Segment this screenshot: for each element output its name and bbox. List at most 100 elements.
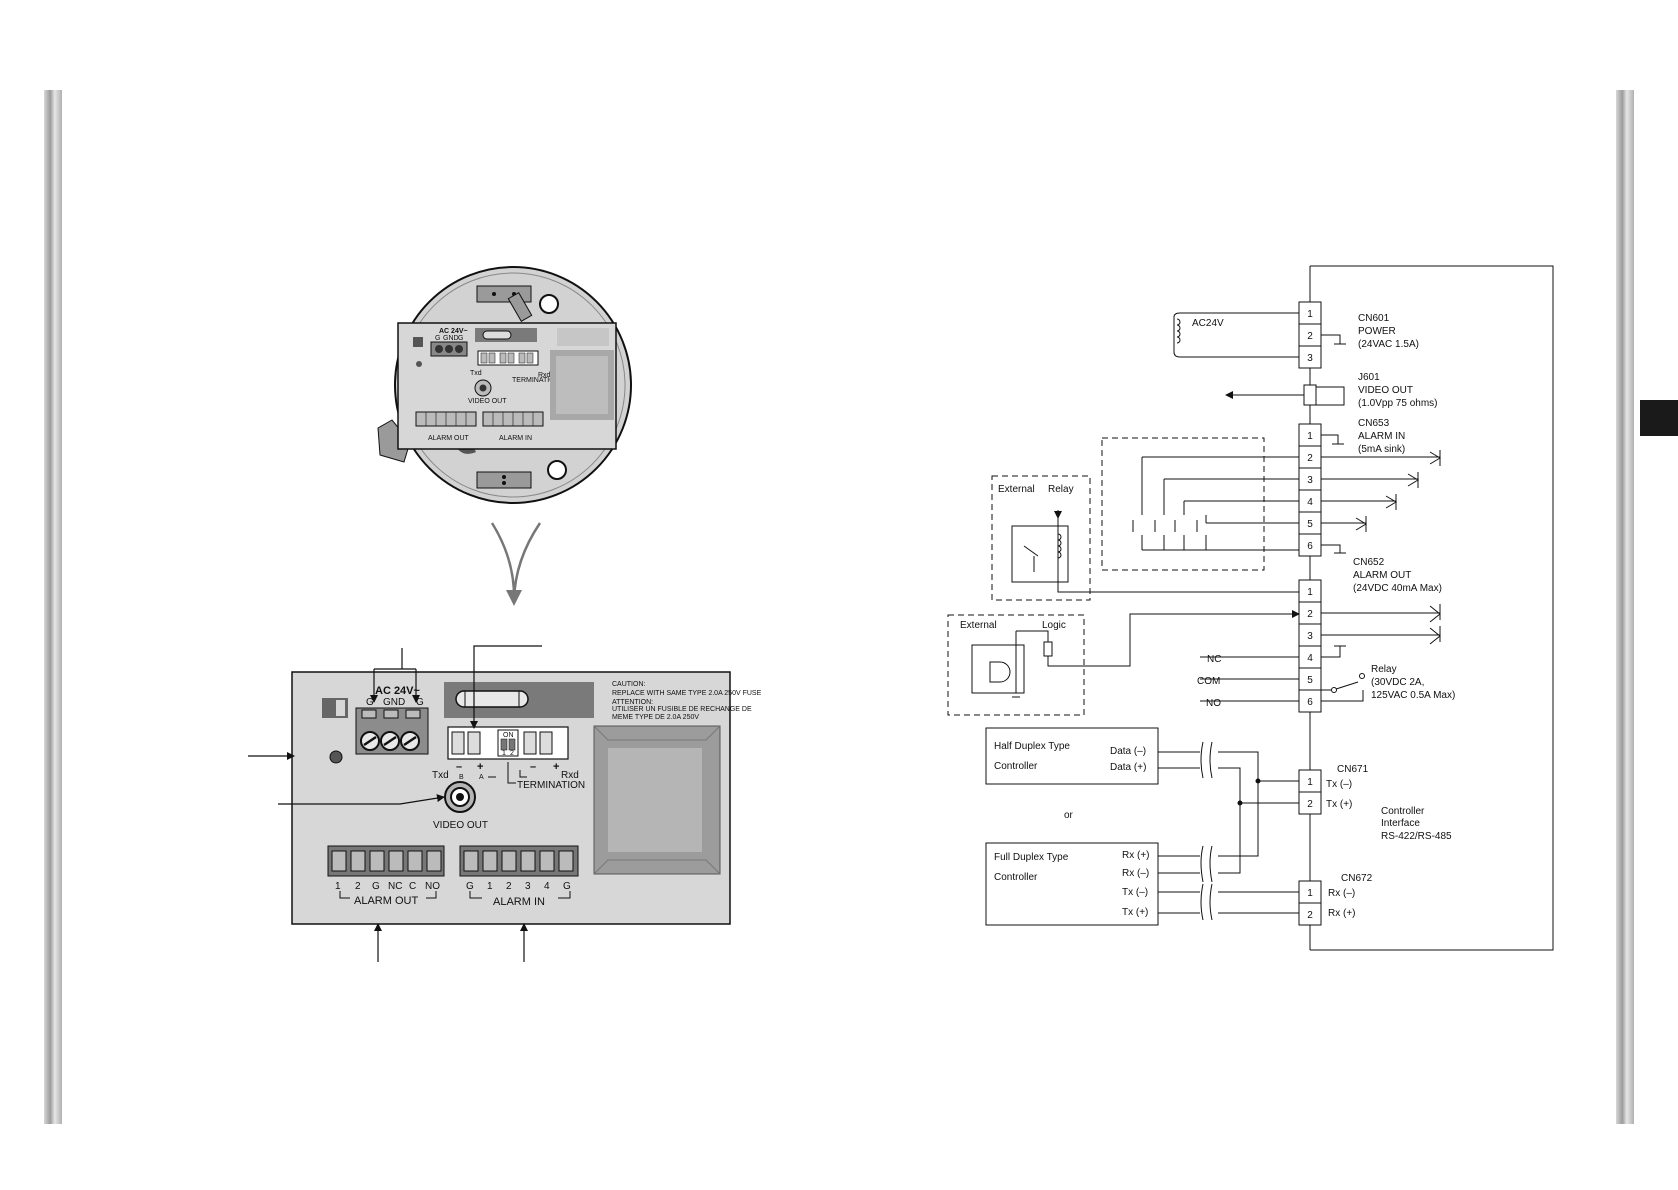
cn672-title: CN672	[1341, 873, 1373, 884]
cn671-pin-2: 2	[1307, 799, 1313, 810]
cn652-rating: (24VDC 40mA Max)	[1353, 583, 1442, 594]
small-ac-pin-3: G	[458, 335, 463, 342]
dip-sw1: 1	[502, 750, 506, 757]
large-termination: TERMINATION	[517, 780, 585, 791]
dip-sw2: 2	[510, 750, 514, 757]
alarm-out-pin-2: 2	[355, 881, 361, 892]
cn653-pin-4: 4	[1307, 497, 1313, 508]
full-tx-minus: Tx (–)	[1122, 887, 1148, 898]
j601-desc: VIDEO OUT	[1358, 385, 1413, 396]
caution-line-4: UTILISER UN FUSIBLE DE RECHANGE DE	[612, 706, 752, 713]
alarm-in-pin-4: 3	[525, 881, 531, 892]
com-label: COM	[1197, 676, 1220, 687]
small-alarm-out: ALARM OUT	[428, 435, 470, 442]
alarm-out-pin-1: 1	[335, 881, 341, 892]
cn601-title: CN601	[1358, 313, 1390, 324]
full-rx-minus: Rx (–)	[1122, 868, 1149, 879]
ac24v-label: AC24V	[1192, 318, 1224, 329]
zoom-arrow	[490, 522, 542, 606]
cn653-pin-6: 6	[1307, 541, 1313, 552]
alarm-in-pin-3: 2	[506, 881, 512, 892]
large-plus-a: +	[477, 761, 483, 773]
external-logic-1: External	[960, 620, 997, 631]
large-a: A	[479, 774, 484, 781]
large-plus-rx: +	[553, 761, 559, 773]
cn601-pin-2: 2	[1307, 331, 1313, 342]
external-logic-2: Logic	[1042, 620, 1066, 631]
nc-label: NC	[1207, 654, 1221, 665]
relay-rating-1: (30VDC 2A,	[1371, 677, 1424, 688]
relay-title: Relay	[1371, 664, 1397, 675]
small-termination: TERMINATION	[512, 377, 560, 384]
large-txd: Txd	[432, 770, 449, 781]
caution-line-5: MEME TYPE DE 2.0A 250V	[612, 714, 699, 721]
cn601-rating: (24VAC 1.5A)	[1358, 339, 1419, 350]
large-video-out: VIDEO OUT	[433, 820, 488, 831]
chapter-tab	[1640, 400, 1678, 436]
small-rxd: Rxd	[538, 372, 551, 379]
external-relay-2: Relay	[1048, 484, 1074, 495]
relay-rating-2: 125VAC 0.5A Max)	[1371, 690, 1455, 701]
half-duplex-2: Controller	[994, 761, 1038, 772]
full-duplex-2: Controller	[994, 872, 1038, 883]
cn652-pin-2: 2	[1307, 609, 1313, 620]
schematic-labels: AC24V CN601 POWER (24VAC 1.5A) J601 VIDE…	[960, 309, 1455, 921]
large-alarm-in: ALARM IN	[493, 896, 545, 908]
controller-interface-1: Controller	[1381, 806, 1425, 817]
cn671-title: CN671	[1337, 764, 1369, 775]
small-txd: Txd	[470, 370, 482, 377]
large-ac-pin-3: G	[416, 697, 424, 708]
small-ac-label: AC 24V~	[439, 328, 468, 335]
j601-rating: (1.0Vpp 75 ohms)	[1358, 398, 1438, 409]
cn672-rx-minus: Rx (–)	[1328, 888, 1355, 899]
large-alarm-out: ALARM OUT	[354, 895, 418, 907]
cn672-pin-2: 2	[1307, 910, 1313, 921]
cn671-tx-plus: Tx (+)	[1326, 799, 1352, 810]
cn671-tx-minus: Tx (–)	[1326, 779, 1352, 790]
binder-right	[1616, 90, 1634, 1124]
cn652-pin-6: 6	[1307, 697, 1313, 708]
caution-line-1: CAUTION:	[612, 681, 646, 688]
cn653-pin-1: 1	[1307, 431, 1313, 442]
caution-line-3: ATTENTION:	[612, 699, 653, 706]
cn652-desc: ALARM OUT	[1353, 570, 1411, 581]
cn653-desc: ALARM IN	[1358, 431, 1405, 442]
full-duplex-1: Full Duplex Type	[994, 852, 1069, 863]
half-duplex-1: Half Duplex Type	[994, 741, 1070, 752]
cn671-pin-1: 1	[1307, 777, 1313, 788]
cn652-pin-1: 1	[1307, 587, 1313, 598]
alarm-out-pin-5: C	[409, 881, 416, 892]
cn601-desc: POWER	[1358, 326, 1396, 337]
alarm-out-pin-6: NO	[425, 881, 440, 892]
small-ac-pin-1: G	[435, 335, 440, 342]
cn653-pin-2: 2	[1307, 453, 1313, 464]
small-alarm-in: ALARM IN	[499, 435, 532, 442]
cn652-pin-4: 4	[1307, 653, 1313, 664]
small-board: AC 24V~ G GND G Txd Rxd TERMINATION VIDE…	[397, 322, 617, 450]
large-ac-pin-1: G	[366, 697, 374, 708]
or-label: or	[1064, 810, 1074, 821]
controller-interface-2: Interface	[1381, 818, 1420, 829]
alarm-out-pin-3: G	[372, 881, 380, 892]
small-video-out: VIDEO OUT	[468, 398, 507, 405]
alarm-in-pin-2: 1	[487, 881, 493, 892]
no-label: NO	[1206, 698, 1221, 709]
large-b: B	[459, 774, 464, 781]
cn601-pin-1: 1	[1307, 309, 1313, 320]
large-board: AC 24V~ G GND G CAUTION: REPLACE WITH SA…	[291, 671, 762, 925]
cn653-title: CN653	[1358, 418, 1390, 429]
alarm-in-pin-6: G	[563, 881, 571, 892]
controller-interface-3: RS-422/RS-485	[1381, 831, 1452, 842]
cn601-pin-3: 3	[1307, 353, 1313, 364]
large-ac-label: AC 24V~	[375, 685, 421, 697]
cn653-rating: (5mA sink)	[1358, 444, 1405, 455]
large-ac-pin-2: GND	[383, 697, 405, 708]
large-rxd: Rxd	[561, 770, 579, 781]
callout-lines	[248, 645, 542, 962]
half-data-plus: Data (+)	[1110, 762, 1146, 773]
j601-title: J601	[1358, 372, 1380, 383]
half-data-minus: Data (–)	[1110, 746, 1146, 757]
alarm-in-pin-1: G	[466, 881, 474, 892]
cn672-rx-plus: Rx (+)	[1328, 908, 1356, 919]
cn653-pin-3: 3	[1307, 475, 1313, 486]
